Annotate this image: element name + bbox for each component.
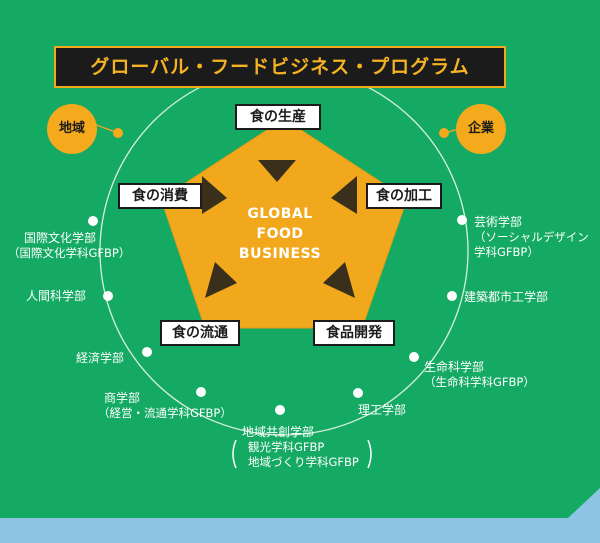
arrow-processing <box>331 176 357 214</box>
dot-human-science <box>103 291 113 301</box>
arrow-consumption <box>202 176 227 214</box>
dot-life-science <box>409 352 419 362</box>
faculty-life-science: 生命科学部 （生命科学科GFBP） <box>424 360 535 390</box>
dot-company <box>439 128 449 138</box>
faculty-arts: 芸術学部 （ソーシャルデザイン 学科GFBP） <box>474 215 589 260</box>
faculty-regional: 地域共創学部 観光学科GFBP 地域づくり学科GFBP <box>242 425 359 470</box>
faculty-arts-sub1: （ソーシャルデザイン <box>474 230 589 244</box>
faculty-international: 国際文化学部 （国際文化学科GFBP） <box>8 231 130 261</box>
faculty-science-engineering-name: 理工学部 <box>358 403 407 417</box>
faculty-regional-sub2: 地域づくり学科GFBP <box>248 455 359 469</box>
faculty-economics: 経済学部 <box>76 351 124 366</box>
arrow-production <box>258 160 296 182</box>
bubble-company: 企業 <box>456 104 506 154</box>
paren-left <box>232 439 237 469</box>
faculty-arts-name: 芸術学部 <box>474 215 523 229</box>
faculty-life-science-sub1: （生命科学科GFBP） <box>424 375 535 389</box>
faculty-human-science: 人間科学部 <box>26 289 86 304</box>
faculty-science-engineering: 理工学部 <box>358 403 406 418</box>
arrow-development <box>323 262 355 298</box>
faculty-architecture-name: 建築都市工学部 <box>464 290 549 304</box>
dot-regional <box>275 405 285 415</box>
stage-consumption: 食の消費 <box>118 183 202 209</box>
dot-science-engineering <box>353 388 363 398</box>
paren-right <box>367 439 372 469</box>
faculty-commerce-name: 商学部 <box>104 391 141 405</box>
dot-arts <box>457 215 467 225</box>
faculty-international-sub1: （国際文化学科GFBP） <box>8 246 131 260</box>
faculty-international-name: 国際文化学部 <box>24 231 97 245</box>
faculty-arts-sub2: 学科GFBP） <box>474 245 539 259</box>
center-line-3: BUSINESS <box>238 246 322 262</box>
faculty-commerce: 商学部 （経営・流通学科GFBP） <box>98 391 232 421</box>
stage-distribution: 食の流通 <box>160 320 240 346</box>
dot-commerce <box>196 387 206 397</box>
faculty-economics-name: 経済学部 <box>76 351 125 365</box>
faculty-regional-name: 地域共創学部 <box>242 425 315 439</box>
faculty-regional-sub1: 観光学科GFBP <box>248 440 325 454</box>
stage-processing: 食の加工 <box>366 183 442 209</box>
center-line-1: GLOBAL <box>247 206 313 222</box>
dot-international <box>88 216 98 226</box>
dot-region <box>113 128 123 138</box>
faculty-commerce-sub1: （経営・流通学科GFBP） <box>98 406 232 420</box>
stage-production: 食の生産 <box>235 104 321 130</box>
center-label: GLOBAL FOOD BUSINESS <box>210 204 350 264</box>
bubble-region: 地域 <box>47 104 97 154</box>
program-title: グローバル・フードビジネス・プログラム <box>54 46 506 88</box>
stage-development: 食品開発 <box>313 320 395 346</box>
arrow-distribution <box>205 262 237 298</box>
dot-economics <box>142 347 152 357</box>
center-line-2: FOOD <box>256 226 304 242</box>
faculty-architecture: 建築都市工学部 <box>464 290 548 305</box>
faculty-human-science-name: 人間科学部 <box>26 289 87 303</box>
dot-architecture <box>447 291 457 301</box>
faculty-life-science-name: 生命科学部 <box>424 360 485 374</box>
